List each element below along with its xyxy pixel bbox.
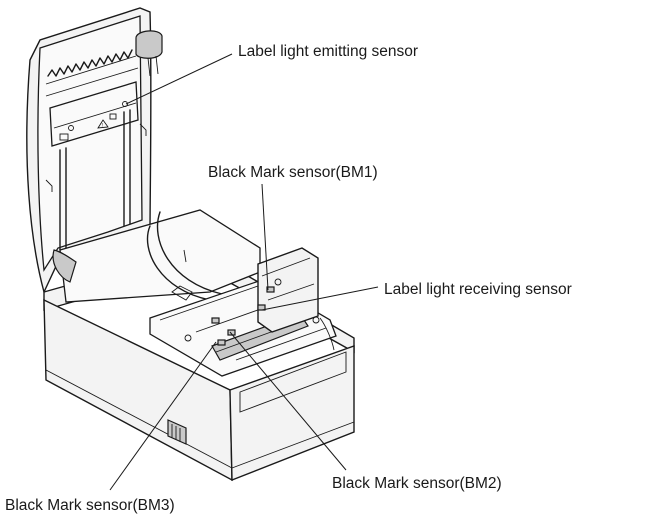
black-mark-sensor-bm1-label: Black Mark sensor(BM1) (208, 164, 378, 181)
printer-illustration: ! (26, 7, 355, 482)
leader-lines (109, 53, 379, 491)
label-light-receiving-sensor-label: Label light receiving sensor (384, 281, 572, 298)
leader-bm3 (109, 341, 217, 491)
black-mark-sensor-bm2-label: Black Mark sensor(BM2) (332, 475, 502, 492)
black-mark-sensor-bm3-label: Black Mark sensor(BM3) (5, 497, 175, 514)
leader-label-light-receiving (261, 286, 379, 311)
open-cover: ! (26, 7, 163, 295)
sensor-tray (149, 247, 337, 377)
svg-text:!: ! (102, 123, 103, 129)
label-light-emitting-sensor-label: Label light emitting sensor (238, 43, 418, 60)
leader-label-light-emitting (125, 53, 233, 105)
leader-bm2 (229, 331, 347, 471)
leader-bm1 (261, 183, 269, 291)
